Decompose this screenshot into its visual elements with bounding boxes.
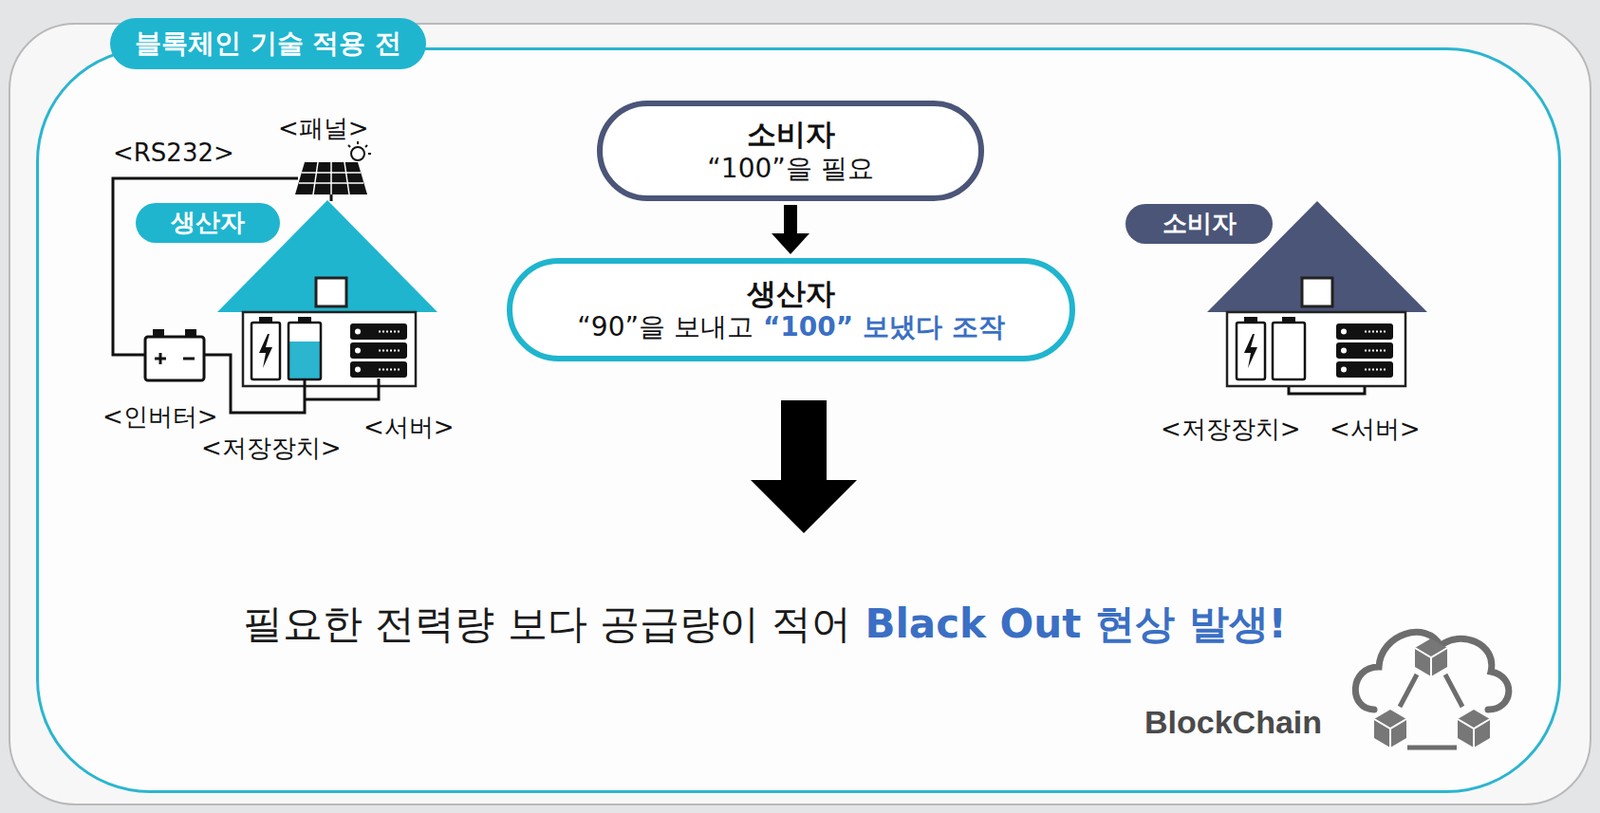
- part-label: <서버>: [363, 412, 455, 443]
- tag-pill: 생산자: [135, 203, 280, 243]
- result-arrow: [750, 400, 857, 534]
- part-label: <서버>: [1329, 414, 1421, 445]
- statement-highlight: Black Out 현상 발생!: [864, 599, 1286, 651]
- box-heading: 소비자: [1162, 208, 1237, 240]
- watermark-label: BlockChain: [1144, 703, 1322, 743]
- box-heading: 생산자: [746, 276, 836, 313]
- part-label: <인버터>: [102, 402, 219, 432]
- part-label: <저장장치>: [201, 433, 342, 464]
- box-heading: 생산자: [170, 207, 245, 239]
- panel-region: 블록체인 기술 적용 전소비자“100”을 필요생산자“90”을 보내고“100…: [36, 47, 1562, 794]
- text-row: 소비자: [1162, 208, 1237, 240]
- box-text: “100” 보냈다 조작: [762, 311, 1005, 344]
- flow-arrow: [771, 204, 810, 255]
- text-row: 소비자: [746, 116, 836, 153]
- box-heading: 소비자: [746, 116, 836, 153]
- text-row: “90”을 보내고“100” 보냈다 조작: [576, 311, 1005, 344]
- box-text: “90”을 보내고: [576, 311, 754, 344]
- inverter-symbol: [145, 329, 205, 381]
- box-text: “100”을 필요: [706, 152, 874, 186]
- text-row: 생산자: [170, 207, 245, 239]
- process-box: 소비자“100”을 필요: [596, 100, 985, 202]
- statement-text: 필요한 전력량 보다 공급량이 적어: [242, 599, 852, 651]
- tag-pill: 소비자: [1125, 204, 1273, 244]
- solar-panel: [295, 141, 372, 202]
- panel-heading-tab: 블록체인 기술 적용 전: [110, 18, 427, 70]
- text-row: “100”을 필요: [706, 152, 874, 186]
- blockchain-icon: [1355, 632, 1508, 748]
- text-row: 생산자: [746, 276, 836, 313]
- part-label: <패널>: [278, 113, 370, 144]
- part-label: <RS232>: [112, 138, 235, 168]
- wiring: [112, 178, 1365, 413]
- process-box: 생산자“90”을 보내고“100” 보냈다 조작: [506, 258, 1076, 362]
- result-statement: 필요한 전력량 보다 공급량이 적어Black Out 현상 발생!: [242, 599, 1287, 651]
- part-label: <저장장치>: [1160, 414, 1302, 445]
